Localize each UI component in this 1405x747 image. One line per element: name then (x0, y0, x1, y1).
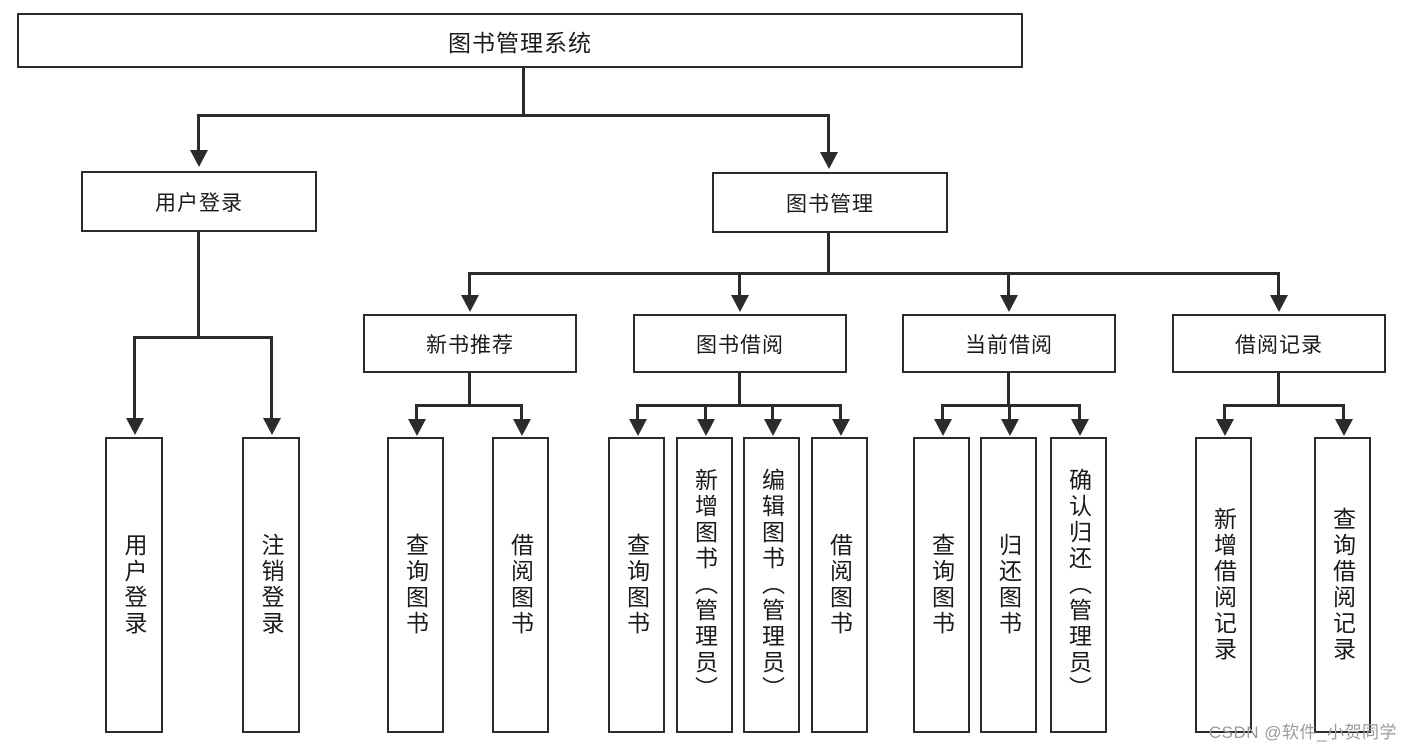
node-leaf-query-book-1[interactable]: 查询图书 (387, 437, 444, 733)
node-label: 借阅记录 (1235, 333, 1323, 357)
node-leaf-borrow-book-1[interactable]: 借阅图书 (492, 437, 549, 733)
node-leaf-query-record[interactable]: 查询借阅记录 (1314, 437, 1371, 733)
node-label: 当前借阅 (965, 333, 1053, 357)
node-label: 借阅图书 (826, 533, 853, 637)
connector-borrow-record-bus (1223, 404, 1345, 407)
node-leaf-add-record[interactable]: 新增借阅记录 (1195, 437, 1252, 733)
arrowhead-book-management (820, 152, 838, 169)
connector-root-bus (197, 114, 830, 117)
node-label: 归还图书 (995, 533, 1022, 637)
node-label: 查询图书 (928, 533, 955, 637)
csdn-watermark: CSDN @软件_小贺同学 (1208, 723, 1397, 742)
node-label: 新增借阅记录 (1210, 507, 1237, 663)
node-label: 图书管理系统 (448, 29, 592, 56)
node-leaf-edit-book[interactable]: 编辑图书（管理员） (743, 437, 800, 733)
node-label: 借阅图书 (507, 533, 534, 637)
node-leaf-query-book-2[interactable]: 查询图书 (608, 437, 665, 733)
arrowhead-leaf-borrow-book-2 (832, 419, 850, 436)
connector-new-book-recommend-bus (415, 404, 523, 407)
node-leaf-add-book[interactable]: 新增图书（管理员） (676, 437, 733, 733)
connector-drop-user-login (197, 114, 200, 152)
arrowhead-borrow-record (1270, 295, 1288, 312)
connector-user-login-stem (197, 232, 200, 339)
connector-drop-leaf-user-login (133, 336, 136, 420)
connector-drop-leaf-add-book (704, 404, 707, 422)
node-user-login[interactable]: 用户登录 (81, 171, 317, 232)
arrowhead-leaf-add-book (697, 419, 715, 436)
arrowhead-leaf-query-book-2 (629, 419, 647, 436)
node-leaf-borrow-book-2[interactable]: 借阅图书 (811, 437, 868, 733)
arrowhead-user-login (190, 150, 208, 167)
connector-user-login-bus (133, 336, 273, 339)
connector-drop-book-management (827, 114, 830, 154)
connector-current-borrow-stem (1007, 373, 1010, 407)
connector-borrow-record-stem (1277, 373, 1280, 407)
node-current-borrow[interactable]: 当前借阅 (902, 314, 1116, 373)
node-label: 查询借阅记录 (1329, 507, 1356, 663)
node-leaf-query-book-3[interactable]: 查询图书 (913, 437, 970, 733)
arrowhead-leaf-edit-book (764, 419, 782, 436)
arrowhead-current-borrow (1000, 295, 1018, 312)
arrowhead-leaf-return-book (1001, 419, 1019, 436)
arrowhead-leaf-add-record (1216, 419, 1234, 436)
node-label: 确认归还（管理员） (1065, 468, 1092, 702)
connector-drop-leaf-return-book (1008, 404, 1011, 422)
node-label: 查询图书 (623, 533, 650, 637)
connector-drop-leaf-borrow-book-2 (839, 404, 842, 422)
connector-book-management-bus (468, 272, 1278, 275)
node-label: 新增图书（管理员） (691, 468, 718, 702)
node-root-system[interactable]: 图书管理系统 (17, 13, 1023, 68)
connector-drop-leaf-query-record (1342, 404, 1345, 422)
node-label: 图书管理 (786, 192, 874, 216)
connector-drop-leaf-add-record (1223, 404, 1226, 422)
connector-new-book-recommend-stem (468, 373, 471, 407)
arrowhead-book-borrow (731, 295, 749, 312)
connector-current-borrow-bus (941, 404, 1081, 407)
connector-drop-leaf-logout-login (270, 336, 273, 420)
connector-drop-borrow-record (1277, 272, 1280, 297)
connector-root-stem (522, 68, 525, 116)
node-leaf-logout-login[interactable]: 注销登录 (242, 437, 300, 733)
node-label: 注销登录 (258, 533, 285, 637)
arrowhead-leaf-query-book-1 (408, 419, 426, 436)
connector-drop-leaf-query-book-2 (636, 404, 639, 422)
arrowhead-leaf-user-login (126, 418, 144, 435)
node-label: 新书推荐 (426, 333, 514, 357)
node-label: 用户登录 (121, 533, 148, 637)
node-label: 图书借阅 (696, 333, 784, 357)
arrowhead-leaf-logout-login (263, 418, 281, 435)
connector-drop-leaf-confirm-return (1078, 404, 1081, 422)
connector-drop-leaf-edit-book (771, 404, 774, 422)
connector-drop-book-borrow (738, 272, 741, 297)
connector-drop-leaf-borrow-book-1 (520, 404, 523, 422)
arrowhead-new-book-recommend (461, 295, 479, 312)
node-borrow-record[interactable]: 借阅记录 (1172, 314, 1386, 373)
node-leaf-confirm-return[interactable]: 确认归还（管理员） (1050, 437, 1107, 733)
node-label: 用户登录 (155, 191, 243, 215)
node-leaf-user-login[interactable]: 用户登录 (105, 437, 163, 733)
connector-drop-leaf-query-book-1 (415, 404, 418, 422)
arrowhead-leaf-borrow-book-1 (513, 419, 531, 436)
node-book-borrow[interactable]: 图书借阅 (633, 314, 847, 373)
connector-book-borrow-bus (636, 404, 842, 407)
node-label: 查询图书 (402, 533, 429, 637)
node-leaf-return-book[interactable]: 归还图书 (980, 437, 1037, 733)
node-new-book-recommend[interactable]: 新书推荐 (363, 314, 577, 373)
connector-book-borrow-stem (738, 373, 741, 407)
arrowhead-leaf-query-record (1335, 419, 1353, 436)
connector-drop-new-book-recommend (468, 272, 471, 297)
node-label: 编辑图书（管理员） (758, 468, 785, 702)
connector-drop-current-borrow (1007, 272, 1010, 297)
connector-drop-leaf-query-book-3 (941, 404, 944, 422)
connector-book-management-stem (827, 232, 830, 275)
arrowhead-leaf-query-book-3 (934, 419, 952, 436)
arrowhead-leaf-confirm-return (1071, 419, 1089, 436)
node-book-management[interactable]: 图书管理 (712, 172, 948, 233)
